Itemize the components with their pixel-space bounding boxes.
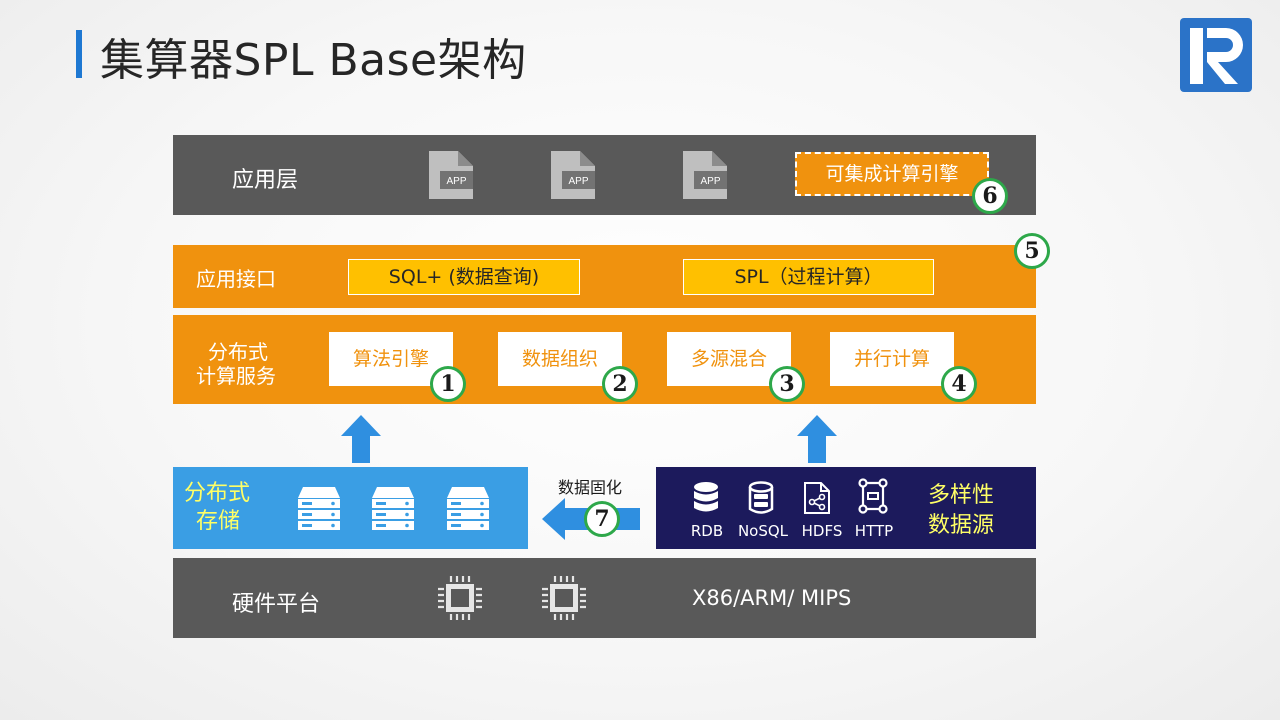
slide-title: 集算器SPL Base架构 (100, 35, 527, 86)
server-icon (446, 486, 490, 536)
source-http-label: HTTP (854, 522, 894, 540)
sources-label-line1: 多样性 (928, 483, 995, 508)
compute-layer-label-line2: 计算服务 (196, 364, 276, 388)
compute-layer-label-line1: 分布式 (208, 340, 268, 364)
module-parallel-compute: 并行计算 (830, 332, 954, 386)
embeddable-engine-box: 可集成计算引擎 (795, 152, 989, 196)
source-nosql-label: NoSQL (737, 522, 789, 540)
badge-1: 1 (430, 366, 466, 402)
diverse-data-sources (656, 467, 1036, 549)
app-file-icon: APP (428, 150, 474, 200)
badge-5: 5 (1014, 233, 1050, 269)
badge-4: 4 (941, 366, 977, 402)
source-rdb-label: RDB (690, 522, 724, 540)
server-icon (297, 486, 341, 536)
svg-text:APP: APP (568, 176, 588, 187)
svg-text:APP: APP (700, 176, 720, 187)
http-network-icon (858, 478, 888, 514)
hardware-layer-label: 硬件平台 (232, 592, 321, 617)
app-file-icon: APP (550, 150, 596, 200)
badge-2: 2 (602, 366, 638, 402)
svg-text:APP: APP (446, 176, 466, 187)
cpu-chip-icon (540, 574, 588, 626)
r-logo-icon (1180, 18, 1252, 92)
database-icon (692, 481, 720, 515)
badge-7: 7 (584, 501, 620, 537)
up-arrow-icon (796, 414, 838, 468)
cpu-chip-icon (436, 574, 484, 626)
hardware-platforms: X86/ARM/ MIPS (692, 586, 852, 610)
sources-label-line2: 数据源 (928, 513, 995, 538)
storage-label-line1: 分布式 (184, 481, 251, 506)
spl-box: SPL（过程计算） (683, 259, 934, 295)
module-data-organization: 数据组织 (498, 332, 622, 386)
nosql-icon (747, 481, 775, 515)
server-icon (371, 486, 415, 536)
hardware-layer (173, 558, 1036, 638)
app-layer-label: 应用层 (232, 168, 299, 193)
module-multi-source: 多源混合 (667, 332, 791, 386)
app-file-icon: APP (682, 150, 728, 200)
module-algorithm-engine: 算法引擎 (329, 332, 453, 386)
up-arrow-icon (340, 414, 382, 468)
storage-label-line2: 存储 (196, 509, 241, 534)
source-hdfs-label: HDFS (801, 522, 843, 540)
badge-6: 6 (972, 178, 1008, 214)
badge-3: 3 (769, 366, 805, 402)
interface-layer-label: 应用接口 (196, 267, 276, 291)
hdfs-file-icon (803, 481, 831, 515)
sql-plus-box: SQL+ (数据查询) (348, 259, 580, 295)
title-accent-bar (76, 30, 82, 78)
data-fix-label: 数据固化 (558, 478, 623, 497)
